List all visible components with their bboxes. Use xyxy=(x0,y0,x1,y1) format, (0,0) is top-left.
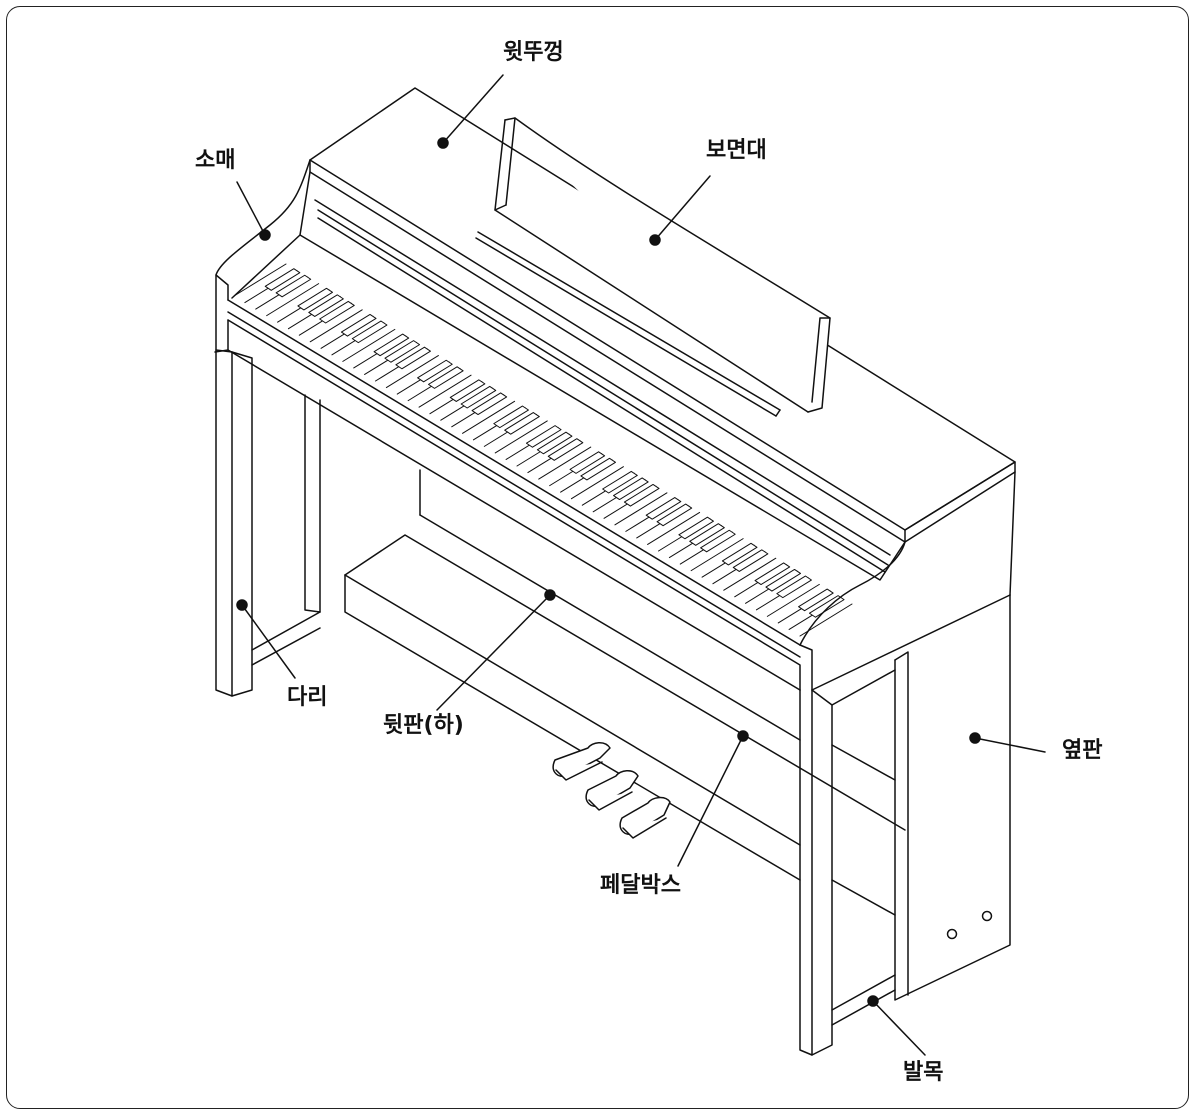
black-key xyxy=(449,379,486,402)
black-key xyxy=(721,542,758,566)
lower-back-panel xyxy=(344,469,906,881)
right-arm xyxy=(799,541,1011,691)
label-back-panel-lower: 뒷판(하) xyxy=(383,713,464,738)
black-key xyxy=(689,523,725,546)
black-key xyxy=(569,451,606,474)
black-key xyxy=(373,333,410,357)
white-key-edge xyxy=(309,309,363,343)
black-key xyxy=(525,425,562,448)
keys xyxy=(233,263,853,637)
white-key-edge xyxy=(723,557,777,591)
dot-music-rest xyxy=(649,234,661,246)
black-key xyxy=(275,274,312,298)
black-key xyxy=(264,268,301,291)
label-side-panel: 옆판 xyxy=(1062,738,1103,763)
black-key xyxy=(308,294,344,317)
black-key xyxy=(678,516,714,540)
label-top-lid: 윗뚜껑 xyxy=(503,40,564,65)
white-key-edge xyxy=(418,374,472,408)
label-leg: 다리 xyxy=(287,685,328,710)
music-rest-drawing xyxy=(475,117,831,417)
white-key-edge xyxy=(570,466,624,500)
label-pedal-box: 페달박스 xyxy=(600,873,681,898)
black-key xyxy=(602,470,638,494)
black-key xyxy=(493,405,529,429)
white-key-edge xyxy=(690,538,744,572)
left-arm xyxy=(215,159,311,353)
dot-foot xyxy=(867,995,879,1007)
white-key-edge xyxy=(233,263,287,297)
black-key xyxy=(700,529,736,553)
black-key xyxy=(319,300,355,324)
white-key-edge xyxy=(494,420,548,454)
leader-lines xyxy=(236,74,1046,1056)
white-key-edge xyxy=(766,583,820,617)
top-lid xyxy=(309,87,1016,543)
black-key xyxy=(340,313,377,337)
black-key xyxy=(754,562,791,586)
keyboard-front xyxy=(214,299,801,691)
figure-frame xyxy=(6,6,1189,1109)
dot-side-panel xyxy=(969,732,981,744)
white-key-edge xyxy=(385,355,439,389)
black-key xyxy=(504,412,540,435)
black-key xyxy=(580,457,616,481)
black-key xyxy=(656,503,693,527)
label-music-rest: 보면대 xyxy=(706,138,767,163)
black-key xyxy=(765,568,802,592)
black-key xyxy=(623,483,660,507)
black-key xyxy=(547,438,584,461)
dot-top-lid xyxy=(437,137,449,149)
black-key xyxy=(297,287,333,311)
black-key xyxy=(536,431,573,455)
white-key-edge xyxy=(647,511,701,545)
black-key xyxy=(460,385,497,409)
dot-leg xyxy=(236,599,248,611)
black-key xyxy=(732,549,769,572)
upper-body xyxy=(299,171,1016,596)
white-key-edge xyxy=(614,492,668,526)
black-key xyxy=(776,575,812,599)
black-key xyxy=(384,340,421,363)
white-key-edge xyxy=(462,400,516,434)
black-key xyxy=(613,477,649,501)
right-leg xyxy=(799,669,896,1056)
side-panel-drawing xyxy=(831,594,1011,1026)
black-key xyxy=(645,497,682,520)
black-key xyxy=(428,366,464,389)
black-key xyxy=(351,320,388,344)
dot-back-panel xyxy=(544,589,556,601)
black-key xyxy=(417,359,453,383)
dot-arm xyxy=(259,229,271,241)
white-key-edge xyxy=(342,328,396,362)
white-key-edge xyxy=(266,283,320,317)
black-key xyxy=(395,346,431,370)
black-key xyxy=(471,392,508,416)
black-key xyxy=(798,588,834,612)
white-key-edge xyxy=(538,446,592,480)
left-leg xyxy=(215,349,321,697)
dot-pedal-box xyxy=(737,730,749,742)
label-foot: 발목 xyxy=(903,1060,944,1085)
label-arm: 소매 xyxy=(195,148,236,173)
pedals xyxy=(552,742,671,839)
